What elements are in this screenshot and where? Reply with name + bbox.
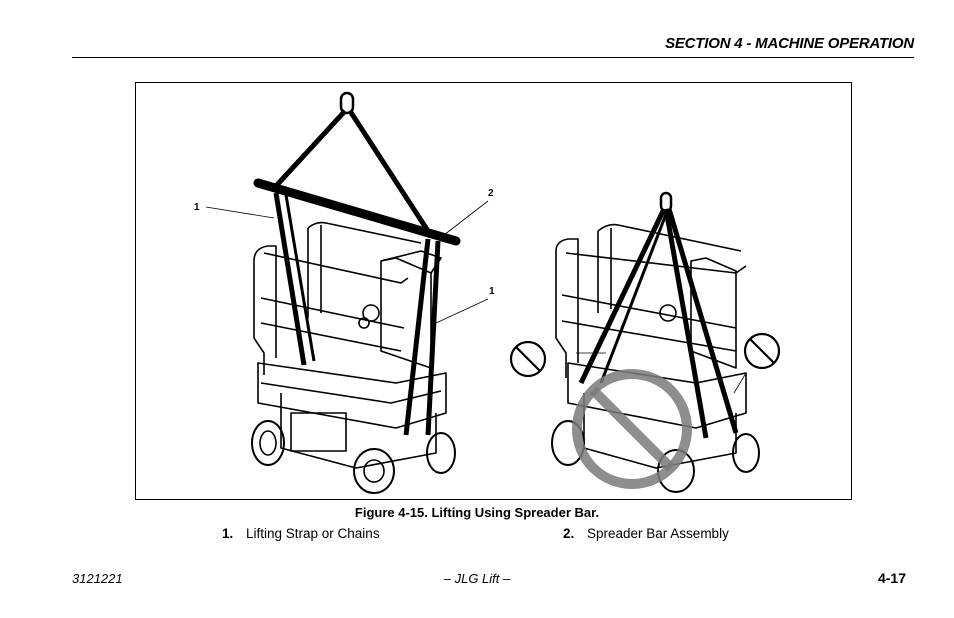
callout-1-right: 1 [489, 286, 495, 297]
legend-item-2: 2. Spreader Bar Assembly [563, 526, 729, 541]
section-title: SECTION 4 - MACHINE OPERATION [665, 35, 914, 52]
footer-title: – JLG Lift – [443, 571, 511, 586]
lifting-illustration [205, 91, 781, 494]
left-machine-drawing [205, 91, 489, 494]
legend-number: 2. [563, 526, 575, 541]
prohibition-symbols [509, 332, 781, 489]
doc-number: 3121221 [72, 571, 123, 586]
prohibited-small-right-icon [743, 332, 781, 370]
legend-number: 1. [222, 526, 234, 541]
figure-frame: 1 2 1 [135, 82, 852, 500]
page-number: 4-17 [877, 570, 906, 586]
callout-2: 2 [488, 188, 494, 199]
prohibited-large-icon [572, 369, 692, 489]
legend-item-1: 1. Lifting Strap or Chains [222, 526, 380, 541]
figure-caption: Figure 4-15. Lifting Using Spreader Bar. [354, 505, 600, 520]
right-machine-drawing [551, 191, 760, 493]
legend-label: Lifting Strap or Chains [246, 526, 380, 541]
legend-label: Spreader Bar Assembly [587, 526, 729, 541]
callout-1-left: 1 [194, 202, 200, 213]
header-rule [72, 57, 914, 58]
prohibited-small-left-icon [509, 340, 547, 378]
